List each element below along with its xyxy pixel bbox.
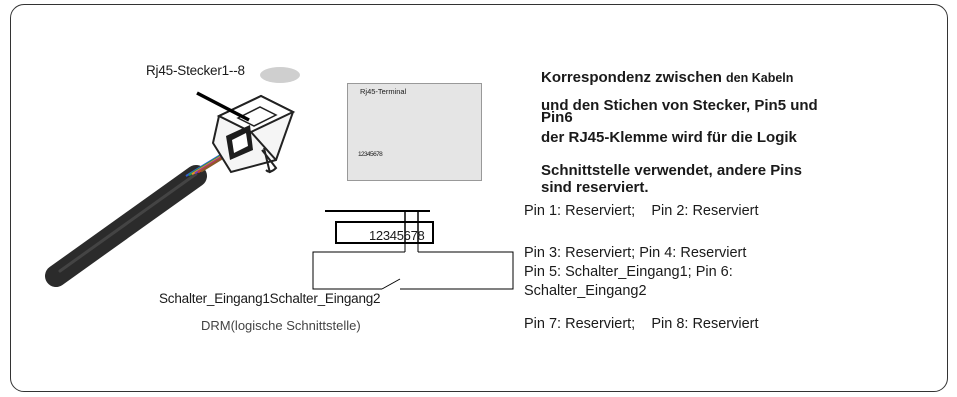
description-line-6: sind reserviert. [541, 179, 649, 196]
description-line-1: Korrespondenz zwischen den Kabeln [541, 69, 794, 86]
terminal-title: Rj45-Terminal [360, 87, 407, 96]
plug-label-highlight [260, 67, 300, 83]
plug-pointer-line [196, 91, 250, 122]
terminal-pin-numbers: 12345678 [358, 151, 383, 158]
pin-6-continued-text: Schalter_Eingang2 [524, 283, 647, 299]
rj45-terminal-panel [347, 83, 482, 181]
diagram-frame [10, 4, 948, 392]
drm-label: DRM(logische Schnittstelle) [201, 318, 361, 333]
cable-wire [200, 156, 226, 173]
description-line-4: der RJ45-Klemme wird für die Logik [541, 129, 797, 146]
description-line-3: Pin6 [541, 109, 573, 126]
connector-pin-numbers: 12345678 [369, 228, 425, 243]
pin-5-6-text: Pin 5: Schalter_Eingang1; Pin 6: [524, 264, 733, 280]
description-line-5: Schnittstelle verwendet, andere Pins [541, 162, 802, 179]
description-line-2: und den Stichen von Stecker, Pin5 und [541, 97, 818, 114]
rj45-plug-icon [211, 94, 296, 174]
cable [45, 147, 233, 287]
plug-label: Rj45-Stecker1--8 [146, 63, 245, 78]
pin-3-4-text: Pin 3: Reserviert; Pin 4: Reserviert [524, 245, 747, 261]
pin-7-8-text: Pin 7: Reserviert; Pin 8: Reserviert [524, 316, 759, 332]
switch-input-labels: Schalter_Eingang1Schalter_Eingang2 [159, 291, 381, 306]
pin-1-2-text: Pin 1: Reserviert; Pin 2: Reserviert [524, 203, 759, 219]
logic-connector-schematic [312, 210, 514, 290]
